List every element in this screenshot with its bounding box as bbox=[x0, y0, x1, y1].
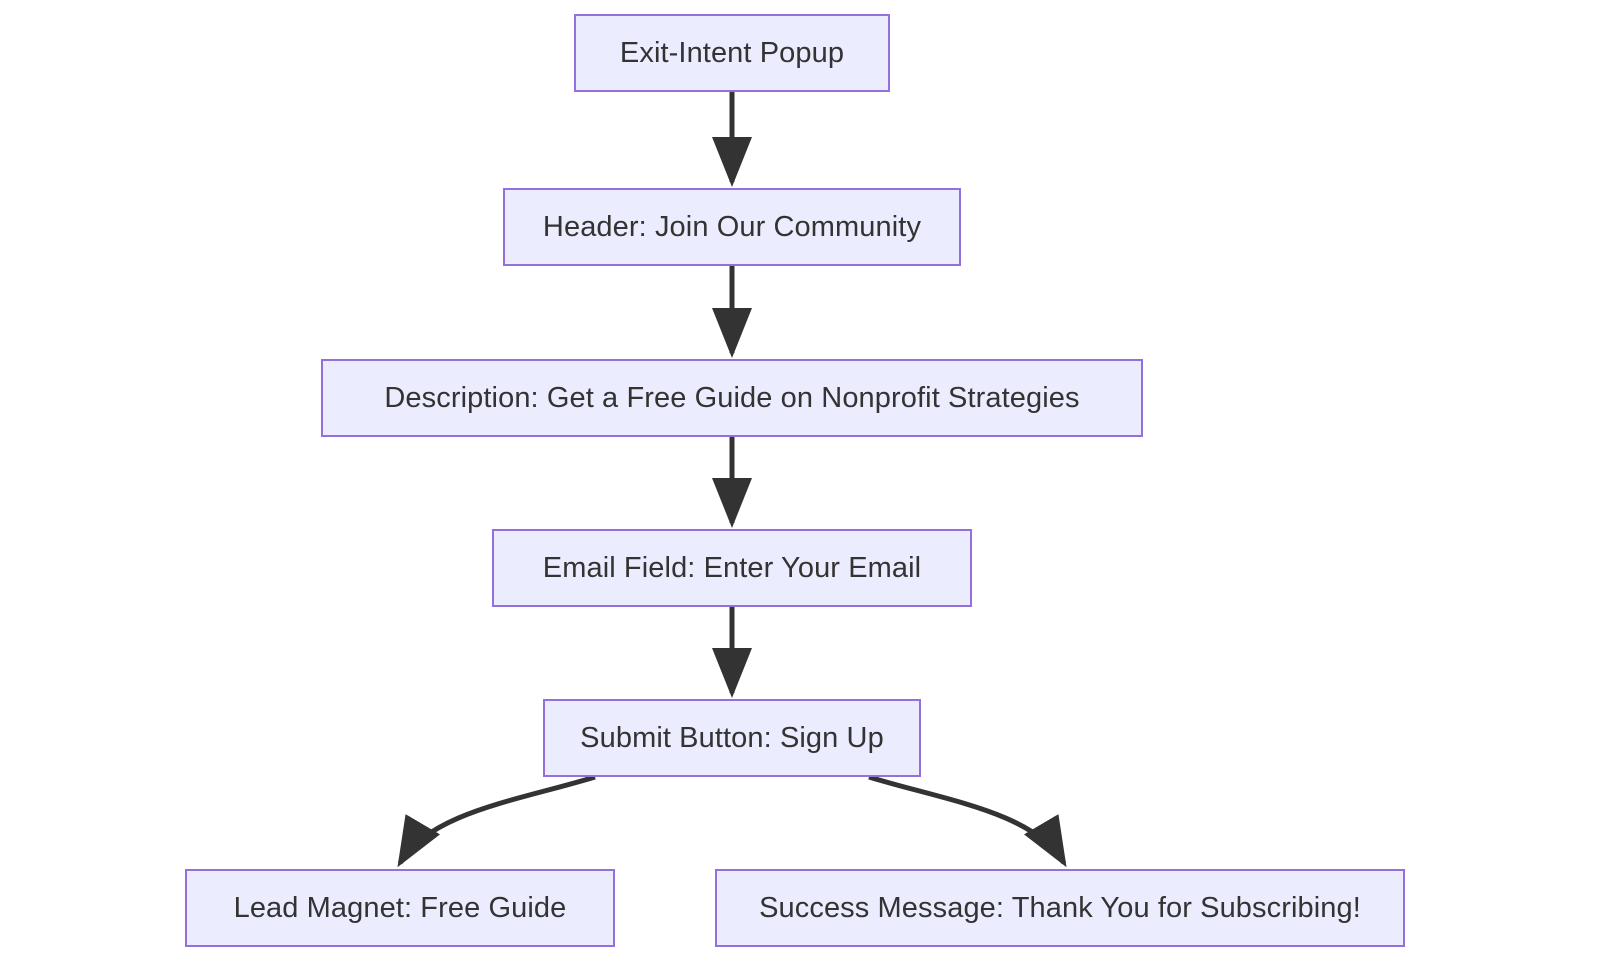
node-success-message[interactable]: Success Message: Thank You for Subscribi… bbox=[715, 869, 1405, 947]
node-label: Lead Magnet: Free Guide bbox=[233, 891, 567, 924]
node-lead-magnet[interactable]: Lead Magnet: Free Guide bbox=[185, 869, 615, 947]
node-label: Description: Get a Free Guide on Nonprof… bbox=[384, 381, 1080, 414]
node-email-field[interactable]: Email Field: Enter Your Email bbox=[492, 529, 972, 607]
edge-submit-button-to-lead-magnet bbox=[397, 774, 596, 868]
node-header[interactable]: Header: Join Our Community bbox=[503, 188, 961, 266]
node-label: Exit-Intent Popup bbox=[619, 36, 845, 69]
node-label: Success Message: Thank You for Subscribi… bbox=[759, 891, 1361, 924]
node-submit-button[interactable]: Submit Button: Sign Up bbox=[543, 699, 921, 777]
node-label: Email Field: Enter Your Email bbox=[542, 551, 922, 584]
edge-submit-button-to-success-message bbox=[868, 774, 1067, 868]
node-exit-intent-popup[interactable]: Exit-Intent Popup bbox=[574, 14, 890, 92]
node-label: Submit Button: Sign Up bbox=[580, 721, 884, 754]
node-label: Header: Join Our Community bbox=[542, 210, 922, 243]
node-description[interactable]: Description: Get a Free Guide on Nonprof… bbox=[321, 359, 1143, 437]
